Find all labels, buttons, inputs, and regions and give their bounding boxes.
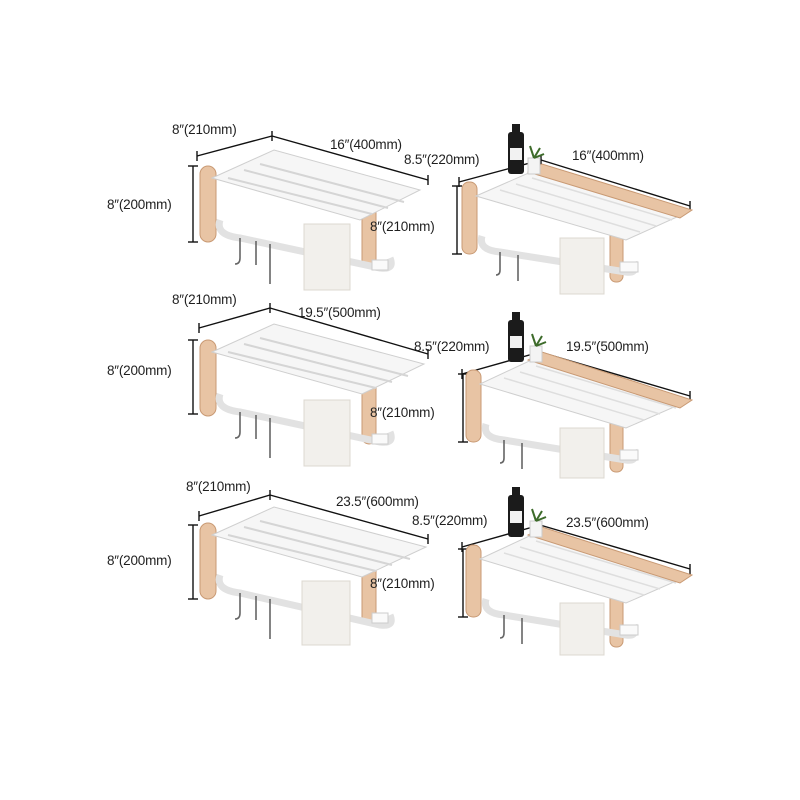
towel-rack-illustration [188,131,429,291]
drop-label: 8″(210mm) [370,576,435,591]
towel-rack-19-5-plain: 8″(210mm) 19.5″(500mm) 8″(200mm) 8″(210m… [0,290,435,480]
length-label: 16″(400mm) [572,148,644,163]
towel-rack-shelf-illustration [458,312,694,479]
towel-rack-shelf-illustration [458,487,694,656]
depth-label: 8.5″(220mm) [414,339,490,354]
depth-label: 8.5″(220mm) [404,152,480,167]
depth-label: 8.5″(220mm) [412,513,488,528]
drop-label: 8″(210mm) [370,405,435,420]
towel-rack-illustration [188,490,429,646]
height-label: 8″(200mm) [107,363,172,378]
length-label: 19.5″(500mm) [298,305,381,320]
depth-label: 8″(210mm) [172,122,237,137]
length-label: 23.5″(600mm) [566,515,649,530]
towel-rack-illustration [188,303,429,467]
height-label: 8″(200mm) [107,553,172,568]
towel-rack-23-5-shelf: 8.5″(220mm) 23.5″(600mm) [400,475,780,665]
towel-rack-16-plain: 8″(210mm) 16″(400mm) 8″(200mm) 8″(210mm) [0,120,435,310]
towel-rack-16-shelf: 8.5″(220mm) 16″(400mm) [400,120,780,310]
towel-rack-shelf-illustration [452,124,694,295]
length-label: 16″(400mm) [330,137,402,152]
depth-label: 8″(210mm) [186,479,251,494]
height-label: 8″(200mm) [107,197,172,212]
length-label: 19.5″(500mm) [566,339,649,354]
length-label: 23.5″(600mm) [336,494,419,509]
drop-label: 8″(210mm) [370,219,435,234]
towel-rack-19-5-shelf: 8.5″(220mm) 19.5″(500mm) [400,290,780,480]
towel-rack-23-5-plain: 8″(210mm) 23.5″(600mm) 8″(200mm) 8″(210m… [0,475,435,665]
depth-label: 8″(210mm) [172,292,237,307]
